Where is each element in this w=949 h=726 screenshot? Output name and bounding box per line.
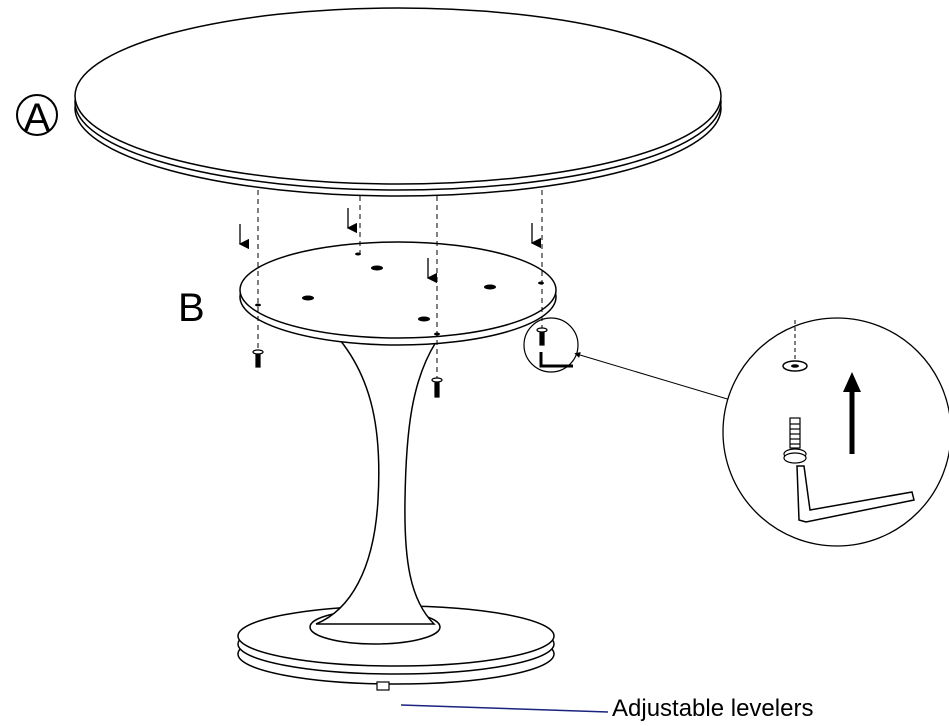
allen-key-icon xyxy=(796,465,915,523)
leveler-leader-line xyxy=(400,704,609,713)
part-b-label: B xyxy=(178,286,205,330)
detail-circle-small xyxy=(523,317,579,373)
pedestal-column xyxy=(315,339,438,625)
screw-icon xyxy=(252,327,548,398)
up-arrow-icon xyxy=(843,372,861,454)
plate-b xyxy=(239,241,557,346)
table-base xyxy=(237,605,555,685)
alignment-lines xyxy=(257,190,543,378)
screw-icon xyxy=(783,417,807,464)
leveler-foot xyxy=(376,681,390,691)
callout-lines xyxy=(574,352,735,402)
detail-circle-large xyxy=(722,317,949,547)
table-top-a xyxy=(74,7,722,197)
part-a-label: A xyxy=(16,94,58,140)
washer-icon xyxy=(782,360,808,372)
down-arrow-icon xyxy=(238,208,542,284)
adjustable-levelers-label: Adjustable levelers xyxy=(612,695,814,722)
plate-b-holes xyxy=(255,252,544,336)
